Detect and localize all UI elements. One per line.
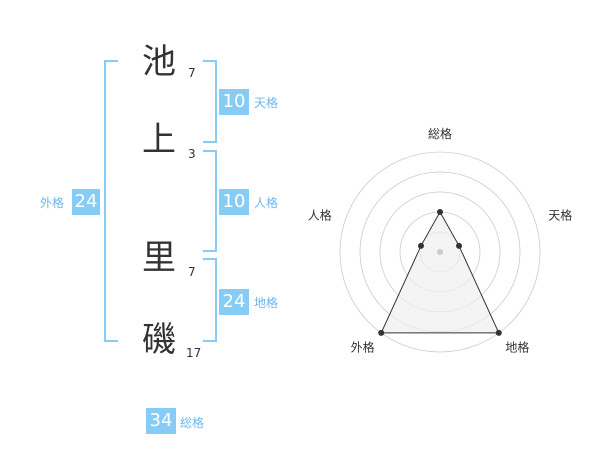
- jinkaku-label: 人格: [254, 196, 279, 210]
- jinkaku-value: 10: [219, 189, 249, 215]
- name-char-3: 里: [142, 238, 176, 278]
- radar-data-polygon: [380, 210, 500, 334]
- stroke-count-4: 17: [186, 346, 202, 360]
- stroke-count-3: 7: [188, 265, 196, 279]
- radar-point-1: [437, 209, 443, 215]
- chikaku-value: 24: [219, 289, 249, 315]
- stroke-count-2: 3: [188, 147, 196, 161]
- radar-point-5: [417, 242, 424, 249]
- soukaku-value: 34: [146, 408, 176, 434]
- tenkaku-bracket: [203, 60, 217, 143]
- radar-ring-5: [339, 151, 541, 353]
- radar-point-4: [378, 329, 385, 336]
- gaikaku-bracket: [104, 60, 118, 342]
- chikaku-label: 地格: [254, 296, 279, 310]
- radar-axis-label-4: 外格: [351, 339, 375, 354]
- chikaku-bracket: [203, 258, 217, 342]
- radar-axis-label-1: 総格: [428, 126, 452, 141]
- radar-axis-label-3: 地格: [505, 339, 529, 354]
- soukaku-label: 総格: [180, 416, 205, 430]
- tenkaku-value: 10: [219, 89, 249, 115]
- name-char-1: 池: [142, 42, 176, 82]
- radar-axis-label-5: 人格: [308, 208, 332, 223]
- gaikaku-label: 外格: [40, 196, 65, 210]
- radar-point-2: [456, 242, 463, 249]
- name-char-2: 上: [142, 120, 176, 160]
- name-char-4: 磯: [142, 320, 176, 360]
- gaikaku-value: 24: [72, 189, 100, 215]
- jinkaku-bracket: [203, 150, 217, 252]
- stroke-count-1: 7: [188, 66, 196, 80]
- radar-center-point: [437, 249, 443, 255]
- radar-point-3: [495, 329, 502, 336]
- tenkaku-label: 天格: [254, 96, 279, 110]
- radar-axis-label-2: 天格: [548, 208, 572, 223]
